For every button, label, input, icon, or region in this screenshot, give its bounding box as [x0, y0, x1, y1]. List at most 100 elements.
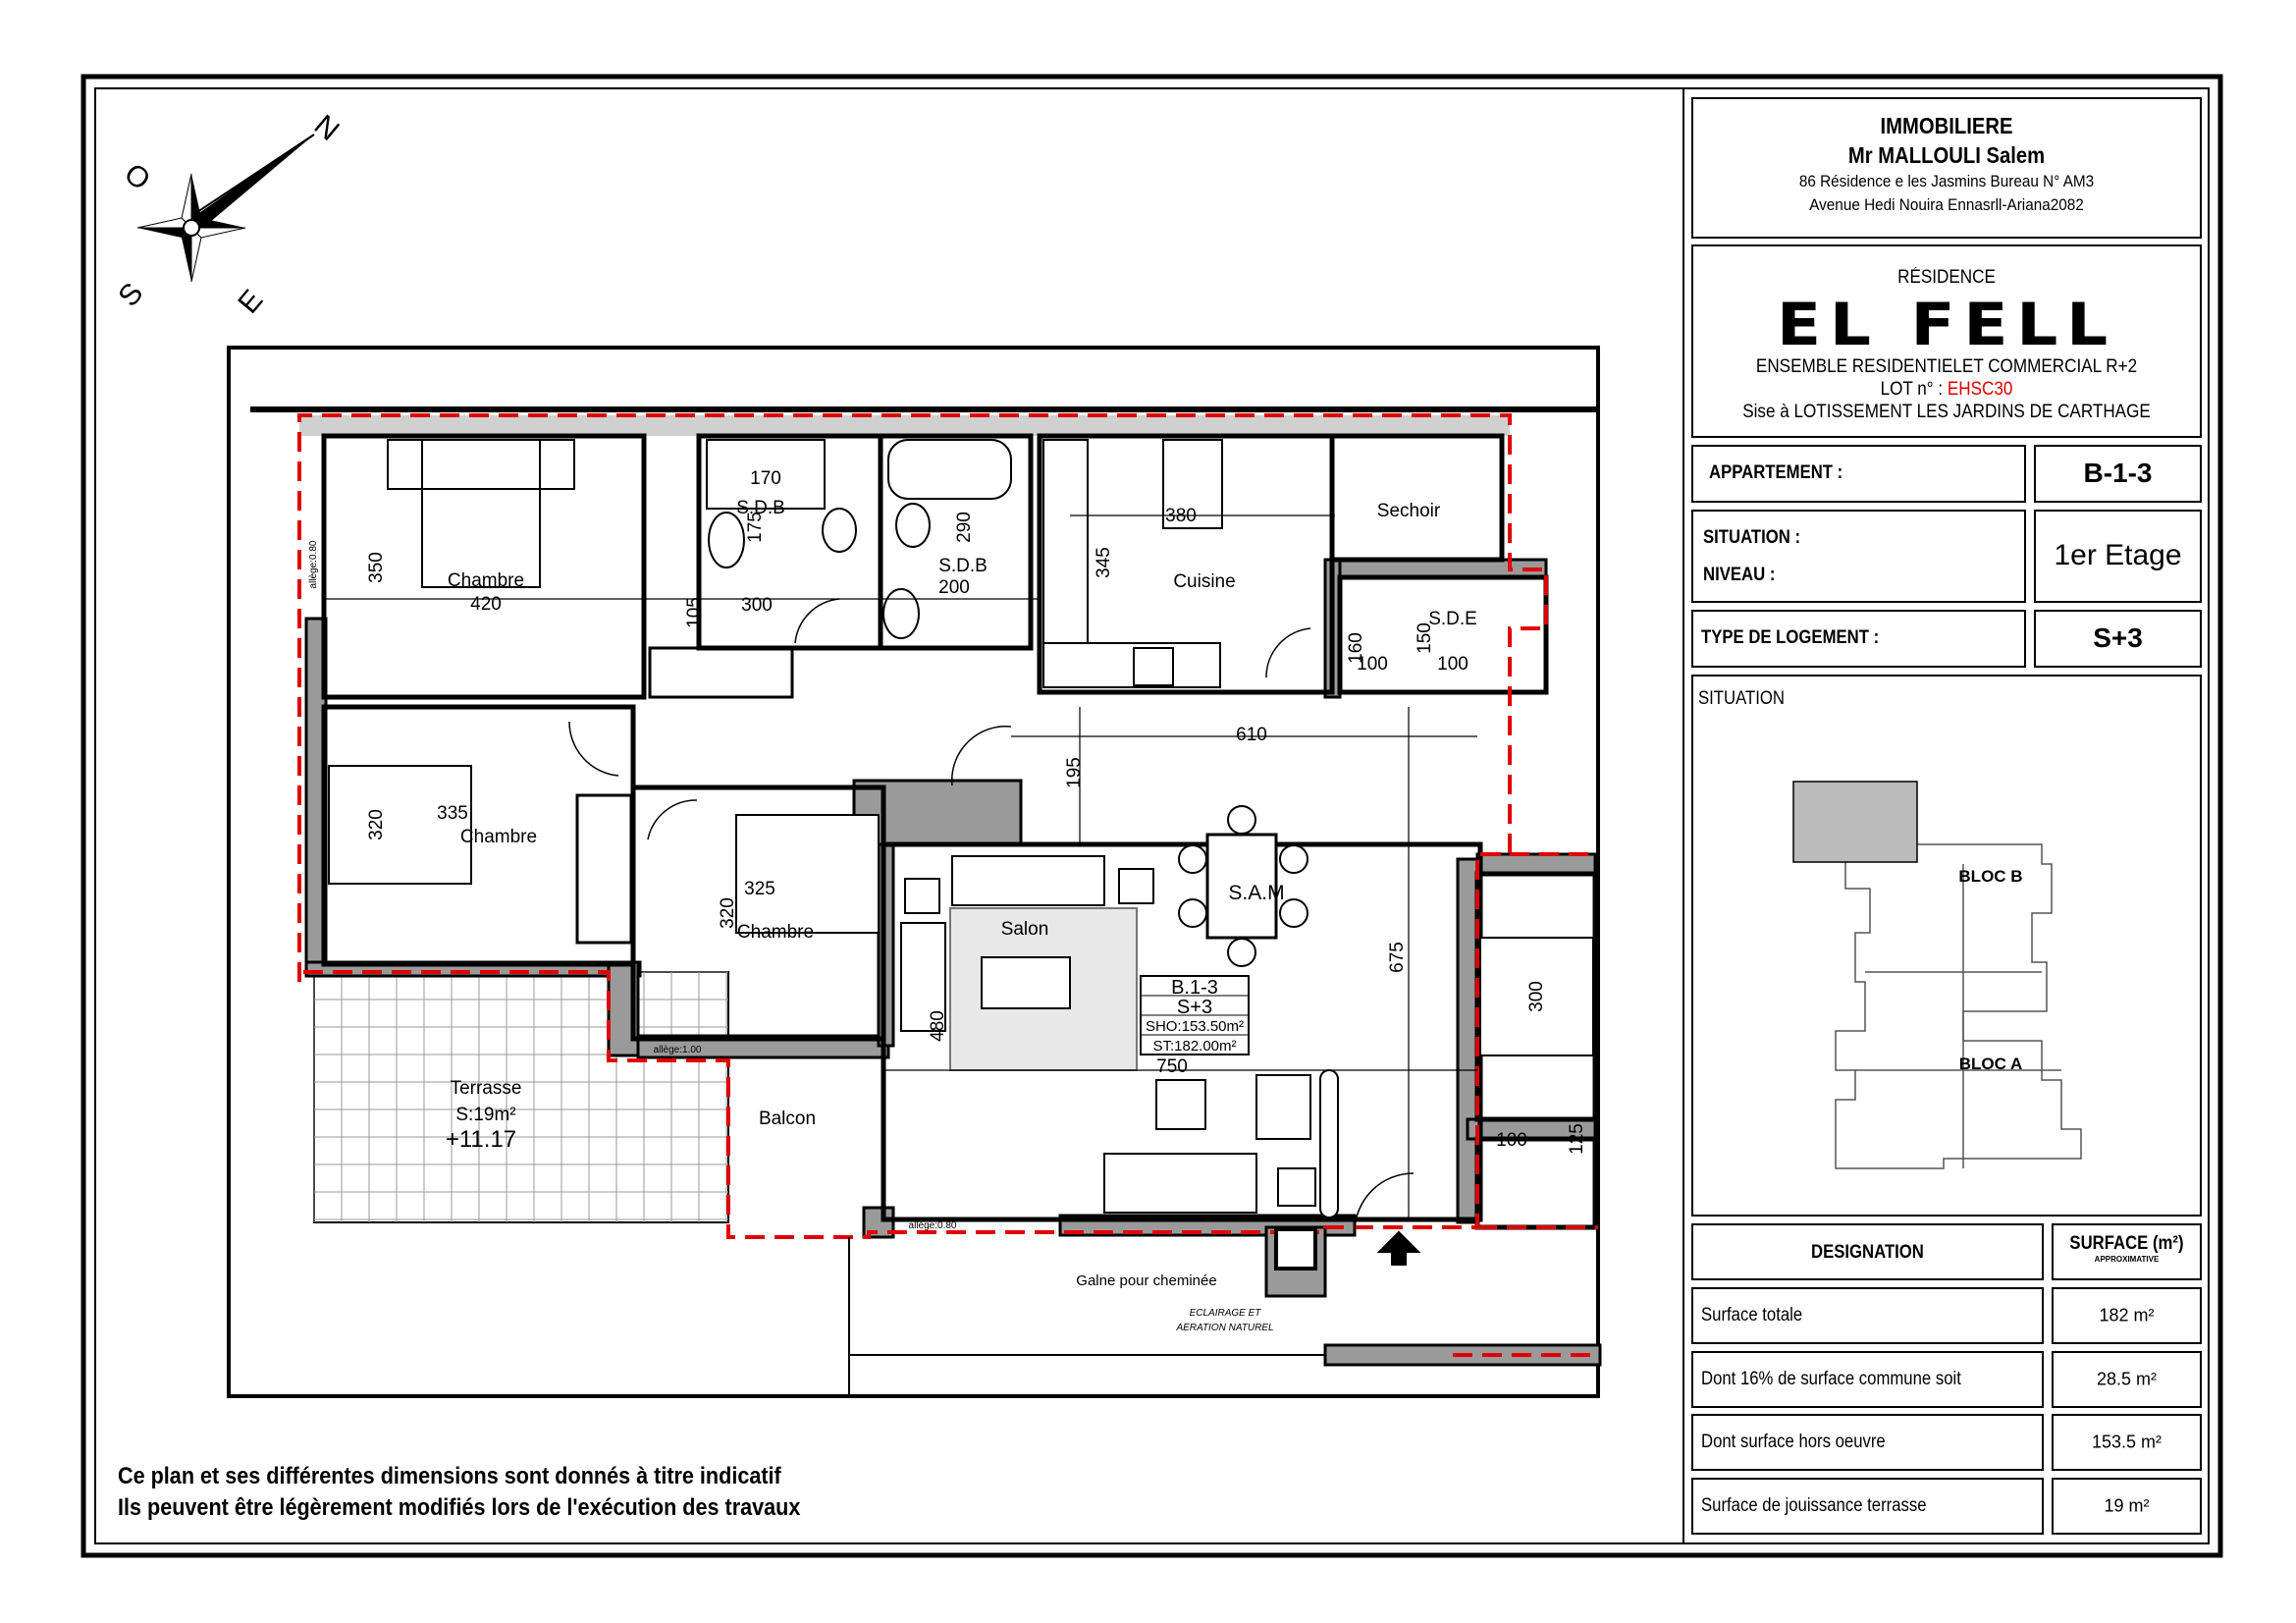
salon-label: Salon	[1001, 919, 1049, 940]
eclairage-label-2: AERATION NATUREL	[1175, 1323, 1273, 1333]
corridor-dim-a: 105	[684, 597, 705, 628]
company-address1: 86 Résidence e les Jasmins Bureau N° AM3	[1798, 172, 2095, 190]
chambre1-label: Chambre	[448, 570, 524, 591]
appartement-value: B-1-3	[2083, 458, 2153, 488]
project-kicker: RÉSIDENCE	[1897, 267, 1996, 288]
bloc-b-label: BLOC B	[1958, 867, 2022, 886]
coffee-table	[981, 956, 1071, 1009]
bloc-a-label: BLOC A	[1959, 1055, 2023, 1073]
furniture	[328, 439, 1594, 1271]
sdb1-depth: 175	[745, 512, 766, 543]
surface-row-label: Dont surface hors oeuvre	[1701, 1432, 1886, 1452]
unit-tag-type: S+3	[1177, 997, 1212, 1018]
neighbor-depth-2: 125	[1567, 1123, 1587, 1155]
bathtub-icon	[887, 439, 1012, 500]
surface-row-label-box: Surface de jouissance terrasse	[1691, 1478, 2044, 1535]
salon-depth-2: 675	[1387, 942, 1408, 973]
cuisine-label: Cuisine	[1173, 571, 1235, 592]
niveau-label: NIVEAU :	[1703, 565, 1776, 585]
project-lot: LOT n° : EHSC30	[1719, 378, 2174, 401]
hall-width: 610	[1236, 725, 1267, 745]
situation-map-box: SITUATION	[1691, 675, 2202, 1217]
salon-width: 750	[1156, 1056, 1188, 1077]
surface-row-value: 153.5 m²	[2091, 1432, 2163, 1452]
eclairage-label-1: ECLAIRAGE ET	[1190, 1308, 1262, 1319]
surface-row-label-box: Dont surface hors oeuvre	[1691, 1414, 2044, 1471]
hall-depth: 195	[1064, 757, 1085, 788]
situation-map	[1792, 781, 2082, 1169]
sofa-icon	[951, 855, 1105, 906]
designation-header-label: DESIGNATION	[1811, 1242, 1924, 1263]
unit-tag-sho: SHO:153.50m²	[1146, 1018, 1244, 1035]
situation-map-label: SITUATION	[1698, 688, 1785, 709]
toilet-icon	[895, 503, 931, 548]
surface-row-value-box: 153.5 m²	[2052, 1414, 2202, 1471]
niveau-value-box: 1er Etage	[2034, 510, 2202, 603]
armchair-icon	[1255, 1074, 1311, 1140]
sdb2-label: S.D.B	[938, 556, 988, 576]
sde-label: S.D.E	[1428, 609, 1477, 629]
company-line1: IMMOBILIERE	[1880, 113, 2013, 138]
company-box: IMMOBILIERE Mr MALLOULI Salem 86 Résiden…	[1691, 97, 2202, 239]
unit-tag-id: B.1-3	[1171, 977, 1218, 999]
designation-header: DESIGNATION	[1691, 1223, 2044, 1280]
compass-rose-icon	[136, 134, 315, 283]
kitchen-table	[1162, 439, 1223, 529]
compass-s: S	[112, 277, 149, 313]
compass-o: O	[118, 157, 156, 196]
balcon-label: Balcon	[759, 1109, 816, 1129]
project-name: EL FELL	[1776, 291, 2116, 359]
surface-row-value-box: 182 m²	[2052, 1287, 2202, 1344]
sechoir-label: Sechoir	[1377, 501, 1441, 521]
sofa-icon	[900, 922, 946, 1032]
sde-dim-4: 100	[1437, 654, 1468, 675]
type-label: TYPE DE LOGEMENT :	[1701, 627, 1880, 648]
disclaimer-line2: Ils peuvent être légèrement modifiés lor…	[118, 1494, 801, 1521]
gaine-label: Galne pour cheminée	[1076, 1272, 1216, 1289]
project-location: Sise à LOTISSEMENT LES JARDINS DE CARTHA…	[1742, 402, 2151, 422]
unit-tag: B.1-3 S+3 SHO:153.50m² ST:182.00m²	[1140, 975, 1250, 1055]
neighbor-width: 100	[1496, 1130, 1527, 1151]
company-line2: Mr MALLOULI Salem	[1847, 142, 2046, 168]
sink-icon	[882, 588, 920, 639]
terrasse-level: +11.17	[446, 1126, 516, 1153]
inner-frame	[94, 87, 2210, 1544]
chambre3-depth: 320	[718, 897, 738, 929]
compass-n: N	[308, 109, 346, 147]
type-label-box: TYPE DE LOGEMENT :	[1691, 610, 2026, 668]
sofa-icon	[1103, 1153, 1257, 1214]
project-subtitle: ENSEMBLE RESIDENTIELET COMMERCIAL R+2	[1755, 356, 2138, 377]
type-value-box: S+3	[2034, 610, 2202, 668]
sink-icon	[708, 512, 745, 568]
sde-dim-2: 100	[1357, 654, 1388, 675]
niveau-value: 1er Etage	[2054, 539, 2182, 571]
surface-row-value-box: 19 m²	[2052, 1478, 2202, 1535]
chambre2-label: Chambre	[460, 827, 537, 847]
stove-icon	[1133, 647, 1174, 686]
cuisine-width: 380	[1165, 506, 1197, 526]
chambre3-label: Chambre	[737, 922, 814, 943]
surface-header: SURFACE (m²) APPROXIMATIVE	[2052, 1223, 2202, 1280]
surface-row-label: Surface totale	[1701, 1305, 1803, 1325]
plan-frame	[227, 346, 1600, 1398]
surface-header-note: APPROXIMATIVE	[2094, 1255, 2160, 1264]
surface-row-value: 28.5 m²	[2096, 1369, 2158, 1389]
outer-frame	[80, 74, 2223, 1558]
terrasse-label: Terrasse	[451, 1078, 522, 1099]
lot-value: EHSC30	[1947, 379, 2013, 400]
surface-row-value: 182 m²	[2099, 1305, 2155, 1325]
chambre2-depth: 320	[366, 809, 387, 840]
unit-tag-st: ST:182.00m²	[1152, 1038, 1236, 1055]
surface-row-label: Surface de jouissance terrasse	[1701, 1495, 1927, 1516]
surface-row-label-box: Surface totale	[1691, 1287, 2044, 1344]
disclaimer-line1: Ce plan et ses différentes dimensions so…	[118, 1463, 781, 1489]
chambre1-width: 420	[470, 594, 502, 615]
toilet-icon	[822, 508, 857, 553]
surface-row-value-box: 28.5 m²	[2052, 1351, 2202, 1408]
surface-row-value: 19 m²	[2104, 1495, 2150, 1516]
chambre3-width: 325	[744, 879, 775, 899]
sde-dim-1: 160	[1346, 632, 1366, 664]
entrance-arrow-icon	[1376, 1230, 1421, 1266]
allege-label: allège:0.80	[909, 1220, 957, 1231]
